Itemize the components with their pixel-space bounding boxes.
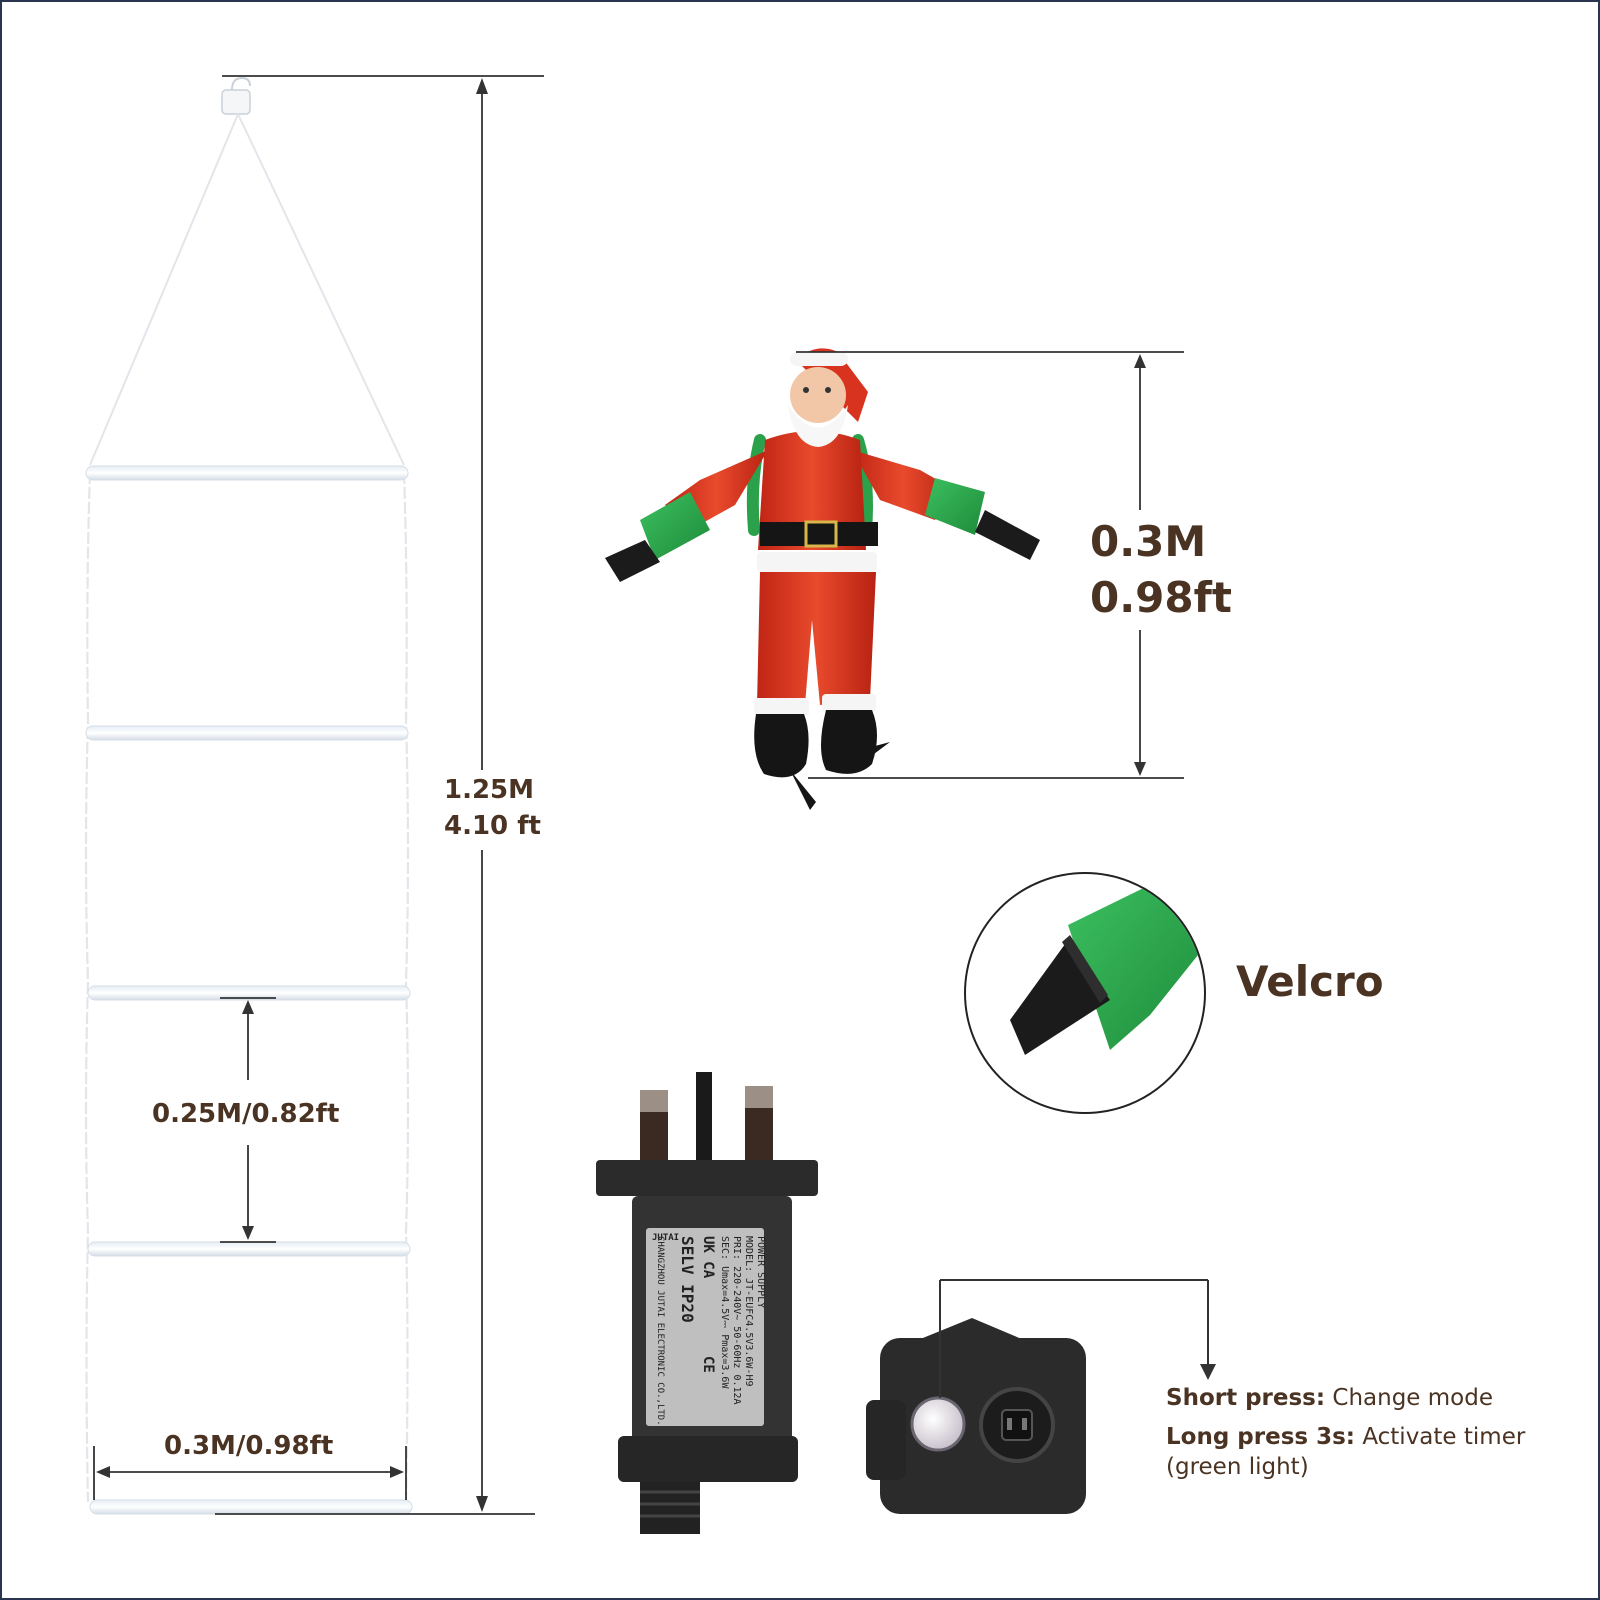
long-press-text: Activate timer bbox=[1362, 1424, 1526, 1450]
rung-spacing-dimension-line bbox=[220, 997, 276, 1243]
ladder-rung bbox=[87, 1241, 411, 1257]
short-press-instruction: Short press: Change mode bbox=[1166, 1384, 1493, 1414]
hanger-hook-icon bbox=[221, 76, 251, 115]
adapter-pri: PRI: 220-240V~ 50-60Hz 0.12A bbox=[731, 1236, 742, 1405]
ladder-rung bbox=[85, 465, 409, 481]
adapter-ce: CE bbox=[700, 1356, 716, 1373]
long-press-note: (green light) bbox=[1166, 1453, 1309, 1480]
santa-height-metric: 0.3M bbox=[1090, 517, 1207, 566]
total-height-dimension-line bbox=[215, 75, 544, 1515]
adapter-sec: SEC: Umax=4.5V⎓ Pmax=3.6W bbox=[719, 1236, 730, 1389]
adapter-label-text: POWER SUPPLY MODEL: JT-EUFC4.5V3.6W-H9 P… bbox=[652, 1233, 766, 1426]
power-adapter-icon bbox=[596, 1072, 818, 1534]
adapter-model: MODEL: JT-EUFC4.5V3.6W-H9 bbox=[743, 1236, 754, 1387]
adapter-brand: JUTAI bbox=[652, 1233, 679, 1243]
santa-figure-icon bbox=[605, 348, 1040, 810]
short-press-label: Short press: bbox=[1166, 1385, 1326, 1411]
velcro-detail-icon bbox=[964, 872, 1206, 1114]
ladder-width-label: 0.3M/0.98ft bbox=[164, 1431, 334, 1461]
total-height-metric: 1.25M bbox=[444, 775, 535, 805]
adapter-cert: UK CA bbox=[700, 1236, 716, 1279]
adapter-maker: CHANGZHOU JUTAI ELECTRONIC CO.,LTD. bbox=[655, 1236, 665, 1426]
velcro-label: Velcro bbox=[1236, 957, 1384, 1006]
ladder-rung bbox=[89, 1499, 413, 1515]
ladder-width-dimension-line bbox=[93, 1446, 407, 1500]
connector-socket-icon bbox=[979, 1387, 1055, 1463]
rope-ladder bbox=[84, 76, 413, 1515]
ladder-rung bbox=[85, 725, 409, 741]
long-press-instruction: Long press 3s: Activate timer (green lig… bbox=[1166, 1423, 1525, 1483]
rung-spacing-label: 0.25M/0.82ft bbox=[152, 1099, 340, 1129]
short-press-text: Change mode bbox=[1332, 1385, 1493, 1411]
ladder-rung bbox=[87, 985, 411, 1001]
total-height-imperial: 4.10 ft bbox=[444, 811, 541, 841]
adapter-title: POWER SUPPLY bbox=[755, 1236, 766, 1308]
controller-callout-line bbox=[939, 1279, 1216, 1398]
controller-box-icon bbox=[866, 1318, 1086, 1514]
adapter-rating: SELV IP20 bbox=[678, 1236, 697, 1323]
mode-button-icon bbox=[910, 1396, 966, 1452]
santa-height-imperial: 0.98ft bbox=[1090, 573, 1232, 622]
santa-height-dimension-line bbox=[796, 351, 1184, 779]
long-press-label: Long press 3s: bbox=[1166, 1424, 1355, 1450]
svg-text:POWER SUPPLY MODEL: JT-E: POWER SUPPLY MODEL: JT-EUFC4.5V3.6W-H9 P… bbox=[655, 1236, 766, 1426]
